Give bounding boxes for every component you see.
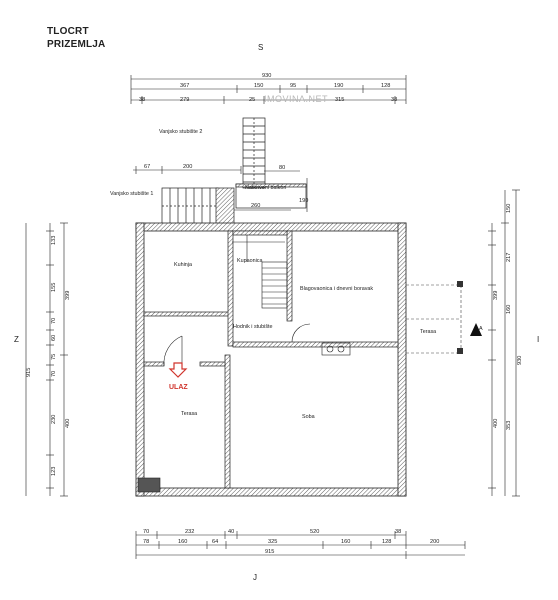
dim-top-r2-a: 38 xyxy=(139,97,145,103)
compass-east: I xyxy=(537,335,539,344)
dim-left-5: 75 xyxy=(51,354,57,360)
section-marker-label: A xyxy=(479,326,483,332)
dim-left-8: 123 xyxy=(51,467,57,476)
dim-bottom-r1-c: 40 xyxy=(228,529,234,535)
dim-top-total: 930 xyxy=(262,73,271,79)
compass-north: S xyxy=(258,43,263,52)
terrace-right-outline xyxy=(405,284,462,354)
dim-left-3: 70 xyxy=(51,318,57,324)
label-stairs-2: Vanjsko stubište 2 xyxy=(159,129,202,135)
plan-subtitle: PRIZEMLJA xyxy=(47,39,106,50)
dim-bottom-r1-b: 232 xyxy=(185,529,194,535)
entrance-arrow-icon xyxy=(168,362,188,378)
stair-treads xyxy=(261,261,288,309)
dim-right-inner-7: 400 xyxy=(493,419,499,428)
top-dimensions xyxy=(130,75,407,212)
dim-top-r2-f: 38 xyxy=(391,97,397,103)
dim-left-7: 230 xyxy=(51,415,57,424)
room-hall: Hodnik i stubište xyxy=(233,324,273,330)
room-bedroom: Soba xyxy=(302,414,315,420)
dim-top-r2-b: 279 xyxy=(180,97,189,103)
label-balcony: Natkriveni balkon xyxy=(245,185,286,191)
dim-bottom-r1-d: 520 xyxy=(310,529,319,535)
left-dimensions xyxy=(25,222,68,497)
dim-right-total: 930 xyxy=(517,356,523,365)
dim-right-inner-3: 399 xyxy=(493,291,499,300)
dim-bottom-r2-f: 128 xyxy=(382,539,391,545)
dim-right-inner-4: 160 xyxy=(506,305,512,314)
plan-title: TLOCRT xyxy=(47,26,89,37)
terrace-post xyxy=(457,281,463,287)
dim-top-r1-d: 190 xyxy=(334,83,343,89)
dim-left-mid-2: 400 xyxy=(65,419,71,428)
dim-left-4: 60 xyxy=(51,335,57,341)
dim-top-r1-b: 150 xyxy=(254,83,263,89)
dim-left-1: 133 xyxy=(51,236,57,245)
dim-bottom-r2-g: 200 xyxy=(430,539,439,545)
room-bathroom: Kupaonica xyxy=(237,258,262,264)
dim-bottom-r1-a: 70 xyxy=(143,529,149,535)
dim-bottom-r2-d: 325 xyxy=(268,539,277,545)
room-kitchen: Kuhinja xyxy=(174,262,192,268)
dim-right-outer-0: 150 xyxy=(506,204,512,213)
exterior-walls xyxy=(135,222,407,497)
compass-west: Z xyxy=(14,335,19,344)
dim-stairs-a: 67 xyxy=(144,164,150,170)
room-terrace-left: Terasa xyxy=(181,411,197,417)
doors-and-fixtures xyxy=(137,235,351,493)
room-dining-living: Blagovaonica i dnevni boravak xyxy=(300,286,373,292)
interior-walls xyxy=(143,230,399,489)
exterior-stairs-2 xyxy=(242,117,266,189)
dim-bottom-r2-b: 160 xyxy=(178,539,187,545)
room-terrace-right: Terasa xyxy=(420,329,436,335)
terrace-post xyxy=(457,348,463,354)
dim-bottom-r2-a: 78 xyxy=(143,539,149,545)
bottom-dimensions xyxy=(135,531,466,559)
dim-stairs-b: 200 xyxy=(183,164,192,170)
section-marker-icon xyxy=(470,323,482,336)
label-stairs-1: Vanjsko stubište 1 xyxy=(110,191,153,197)
right-dimensions xyxy=(488,189,520,497)
covered-balcony xyxy=(235,183,307,209)
dim-bottom-total: 915 xyxy=(265,549,274,555)
dim-bottom-r2-e: 160 xyxy=(341,539,350,545)
dim-bottom-r1-e: 38 xyxy=(395,529,401,535)
dim-right-inner-2: 217 xyxy=(506,253,512,262)
dim-bottom-r2-c: 64 xyxy=(212,539,218,545)
dim-top-r2-e: 315 xyxy=(335,97,344,103)
dim-right-inner-8: 353 xyxy=(506,421,512,430)
dim-left-6: 70 xyxy=(51,371,57,377)
dim-top-r1-e: 128 xyxy=(381,83,390,89)
dim-balcony-b: 260 xyxy=(251,203,260,209)
dim-balcony-c: 190 xyxy=(299,198,308,204)
dim-balcony-a: 80 xyxy=(279,165,285,171)
exterior-stairs-1 xyxy=(161,187,235,225)
dim-top-r1-c: 95 xyxy=(290,83,296,89)
dim-left-2: 155 xyxy=(51,283,57,292)
dim-left-mid-1: 399 xyxy=(65,291,71,300)
dim-left-total: 915 xyxy=(26,368,32,377)
entrance-label: ULAZ xyxy=(169,384,188,391)
watermark-text: IMOVINA.NET xyxy=(264,94,328,104)
dim-top-r1-a: 367 xyxy=(180,83,189,89)
dim-top-r2-c: 25 xyxy=(249,97,255,103)
compass-south: J xyxy=(253,573,257,582)
